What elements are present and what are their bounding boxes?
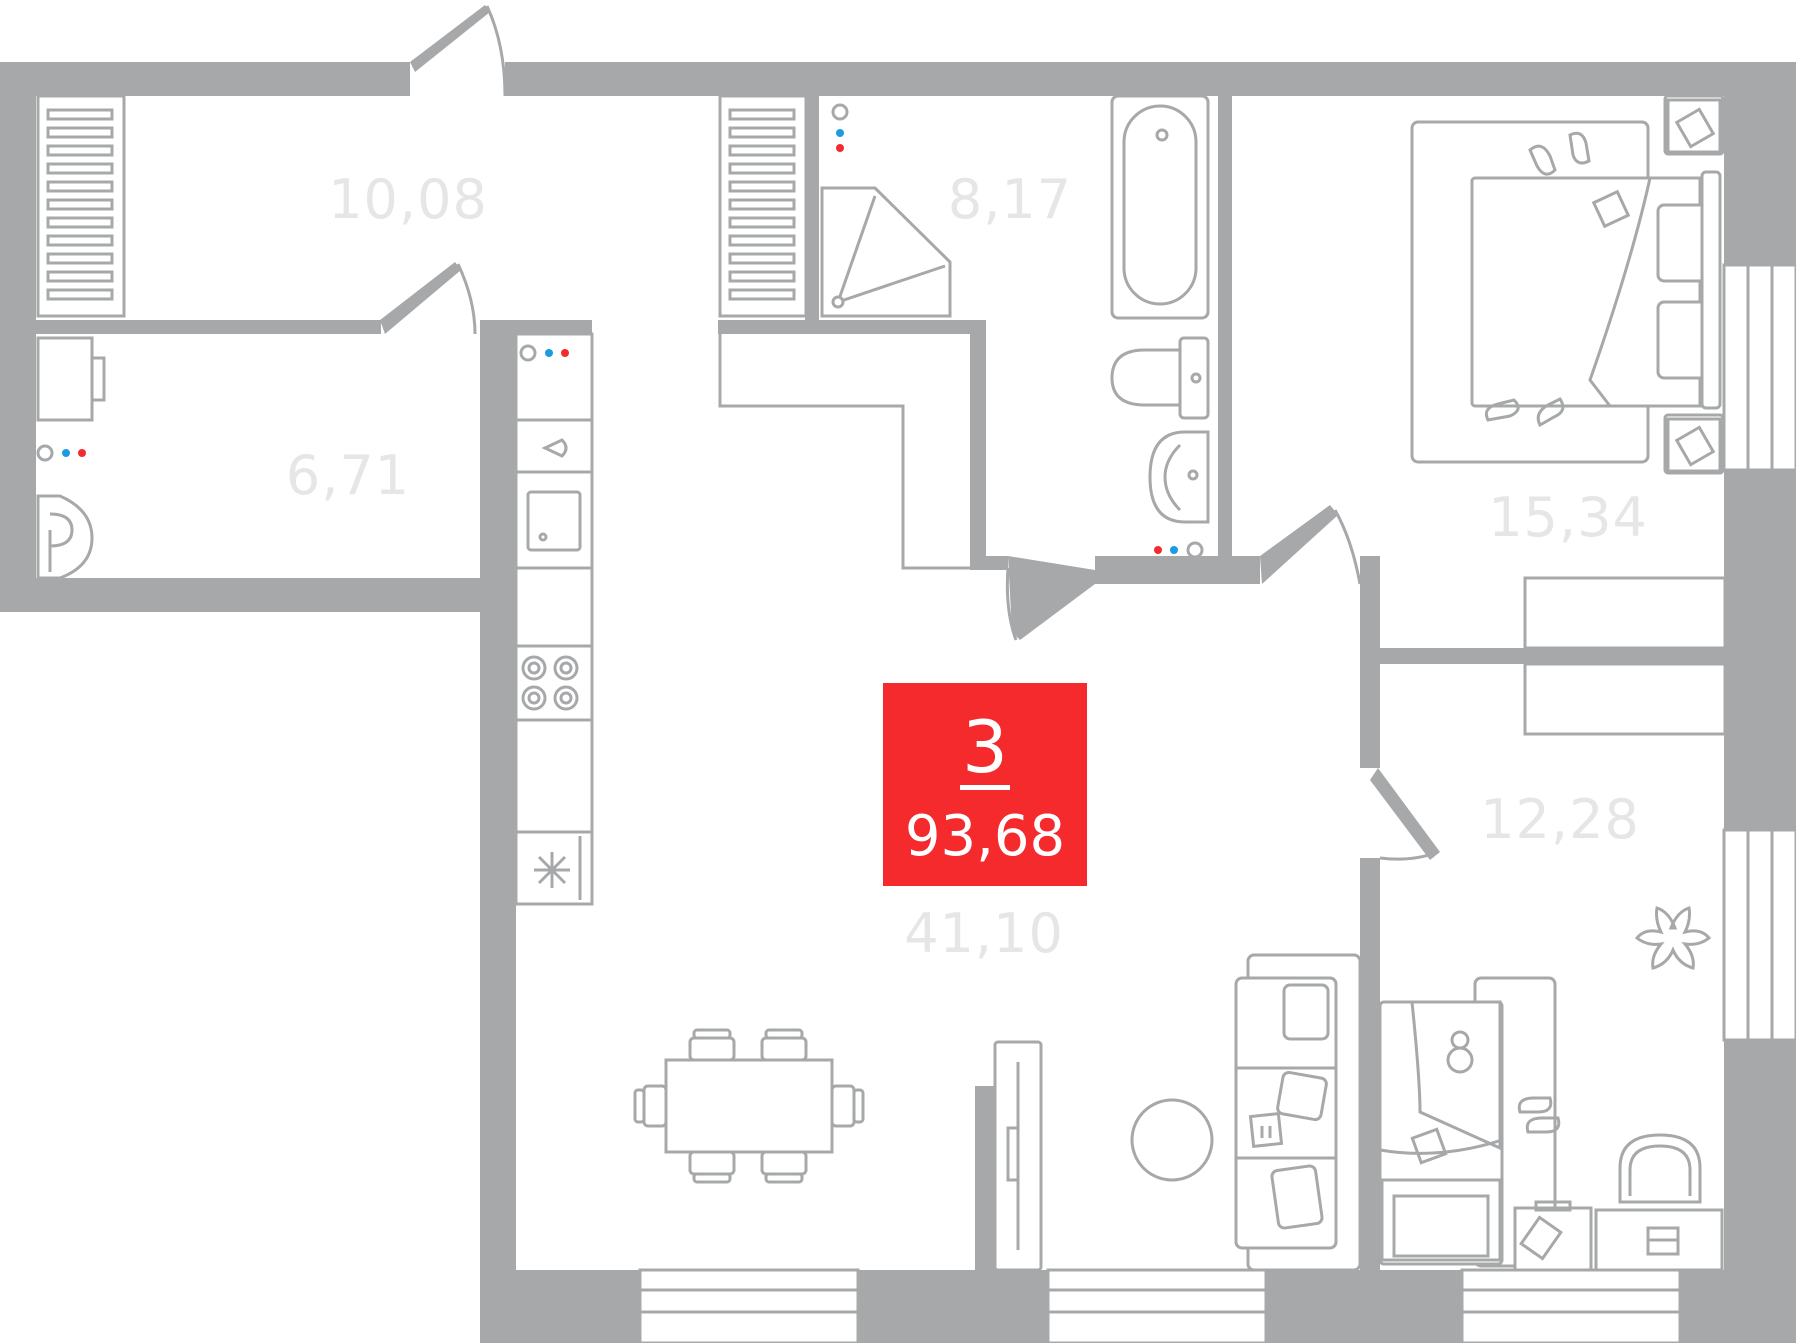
windows xyxy=(638,263,1796,1343)
bathroom-small-fixtures xyxy=(36,336,106,580)
chair-icon xyxy=(760,1036,808,1062)
room-area-living-kitchen: 41,10 xyxy=(904,902,1064,965)
room-area-hall: 10,08 xyxy=(328,168,488,231)
hot-water-icon xyxy=(836,144,844,152)
bedroom-closet xyxy=(1523,576,1727,650)
window-living-right xyxy=(1046,1268,1268,1343)
badge-background xyxy=(883,683,1087,886)
hot-water-icon xyxy=(1154,546,1162,554)
toilet-icon xyxy=(1110,336,1210,420)
sink-icon xyxy=(1148,430,1210,524)
window-kids-right xyxy=(1722,828,1796,1042)
storage-shelving xyxy=(718,94,808,318)
doors xyxy=(380,5,1440,861)
total-area: 93,68 xyxy=(905,804,1065,869)
chair-icon xyxy=(760,1150,808,1176)
bedroom-door xyxy=(1260,505,1362,585)
kids-room-door xyxy=(1370,768,1440,861)
chair-icon xyxy=(830,1084,856,1128)
chair-icon xyxy=(642,1084,668,1128)
storage-outline xyxy=(718,334,970,570)
faucet-icon xyxy=(541,438,568,458)
dining-table xyxy=(633,1028,865,1184)
toilet-icon xyxy=(36,494,94,580)
bathroom-large-fixtures xyxy=(820,94,1210,559)
chair-icon xyxy=(688,1150,736,1176)
window-kids-bottom xyxy=(1460,1268,1682,1343)
bedside-tables xyxy=(1663,94,1725,475)
kids-bed xyxy=(1378,976,1557,1268)
rooms-count-underline xyxy=(960,785,1010,790)
bathroom-large-door xyxy=(1005,556,1095,641)
sofa xyxy=(1234,953,1362,1272)
room-area-bedroom: 15,34 xyxy=(1488,486,1648,549)
sink-icon xyxy=(526,490,582,552)
shower-icon xyxy=(820,186,952,318)
rooms-count: 3 xyxy=(962,705,1008,789)
wardrobe xyxy=(993,1040,1043,1272)
bedroom-bed xyxy=(1410,120,1722,464)
freezer-icon xyxy=(534,852,570,888)
slippers-icon xyxy=(1517,1096,1561,1134)
apartment-badge: 3 93,68 xyxy=(883,683,1087,886)
chair-icon xyxy=(688,1036,736,1062)
flower-icon xyxy=(1634,906,1712,970)
bathtub-icon xyxy=(1110,94,1210,320)
room-area-kids-room: 12,28 xyxy=(1480,788,1640,851)
kitchen-counter xyxy=(514,332,594,906)
hot-water-icon xyxy=(561,349,569,357)
hot-water-icon xyxy=(78,449,86,457)
window-living-left xyxy=(638,1268,860,1343)
slippers-icon xyxy=(1528,131,1591,176)
room-area-bathroom-small: 6,71 xyxy=(286,444,410,507)
room-area-bathroom-large: 8,17 xyxy=(948,168,1072,231)
cold-water-icon xyxy=(545,349,553,357)
window-bedroom xyxy=(1722,263,1796,472)
bathroom-small-door xyxy=(380,262,477,335)
cold-water-icon xyxy=(836,129,844,137)
stove-icon xyxy=(521,655,579,711)
kids-desk xyxy=(1513,1133,1724,1272)
hall-shelving xyxy=(36,94,126,318)
entrance-door xyxy=(410,5,507,97)
coffee-table xyxy=(1130,1098,1214,1182)
cold-water-icon xyxy=(1170,546,1178,554)
slippers-icon xyxy=(1484,397,1565,428)
kids-closet xyxy=(1523,662,1727,736)
cold-water-icon xyxy=(62,449,70,457)
